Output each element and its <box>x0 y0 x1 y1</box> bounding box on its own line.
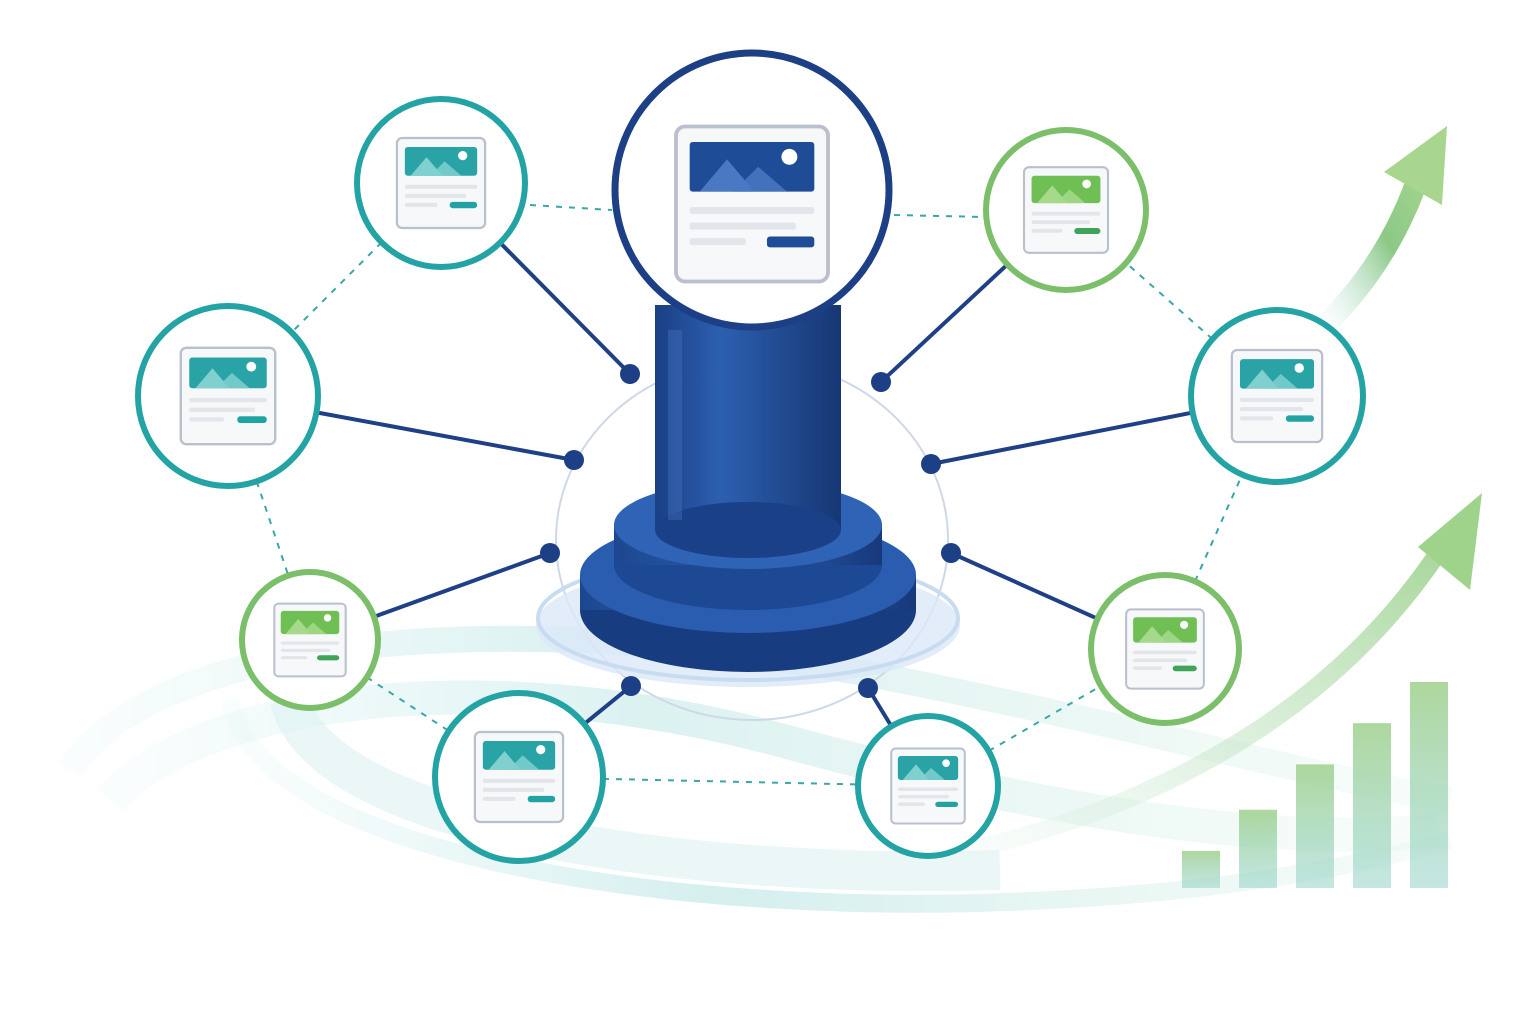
connector-node-bottom-left <box>582 684 633 727</box>
peer-links <box>255 204 1244 786</box>
connector-dot <box>858 678 878 698</box>
connector-node-lower-left <box>371 551 552 619</box>
content-card-icon <box>674 124 830 284</box>
connector-dot <box>540 543 560 563</box>
connector-dot <box>941 543 961 563</box>
hub-node <box>611 49 893 331</box>
growth-bar <box>1353 723 1391 888</box>
content-card-icon <box>1230 348 1324 444</box>
content-card-icon <box>1125 608 1205 690</box>
upper-arrow-head-icon <box>1384 126 1447 205</box>
hub-peer-link <box>893 214 986 218</box>
connector-node-mid-right <box>929 410 1195 466</box>
hub-connectors <box>314 240 1195 729</box>
peer-link <box>988 685 1102 752</box>
peer-link <box>255 480 290 576</box>
growth-bar <box>1182 850 1220 888</box>
content-nodes <box>135 96 1366 864</box>
node-lower-left <box>239 569 381 711</box>
node-mid-right <box>1188 307 1366 485</box>
connector-node-mid-left <box>314 410 576 462</box>
node-top-right <box>983 127 1149 293</box>
peer-link <box>290 241 383 334</box>
upper-arrow-icon <box>1319 167 1429 331</box>
content-card-icon <box>273 602 347 678</box>
central-pillar <box>536 305 960 687</box>
node-top-left <box>354 96 528 270</box>
content-card-icon <box>179 346 277 446</box>
connector-dots <box>540 364 961 698</box>
content-card-icon <box>473 730 565 824</box>
peer-link <box>1125 262 1214 340</box>
content-card-icon <box>1022 166 1110 254</box>
connector-dot <box>871 372 891 392</box>
peer-link <box>366 676 450 732</box>
content-card-icon <box>395 136 487 230</box>
peer-link <box>1194 474 1244 582</box>
connector-node-lower-right <box>949 551 1100 621</box>
growth-bar <box>1410 682 1448 888</box>
connector-dot <box>620 364 640 384</box>
growth-bar <box>1296 764 1334 888</box>
node-bottom-left <box>432 690 606 864</box>
growth-arrows <box>961 126 1482 859</box>
node-lower-right <box>1088 572 1242 726</box>
lower-arrow-head-icon <box>1418 493 1482 590</box>
node-mid-left <box>135 303 321 489</box>
hub-peer-link <box>529 204 613 211</box>
peer-link <box>602 777 859 786</box>
lower-arrow-icon <box>961 541 1449 859</box>
content-card-icon <box>890 747 966 825</box>
connector-dot <box>621 676 641 696</box>
connector-dot <box>564 450 584 470</box>
connector-node-top-left <box>498 240 632 376</box>
node-bottom-right <box>855 713 1001 859</box>
connector-dot <box>921 454 941 474</box>
growth-bar-chart <box>1182 682 1448 888</box>
growth-bar <box>1239 809 1277 888</box>
connector-node-top-right <box>879 262 1010 384</box>
